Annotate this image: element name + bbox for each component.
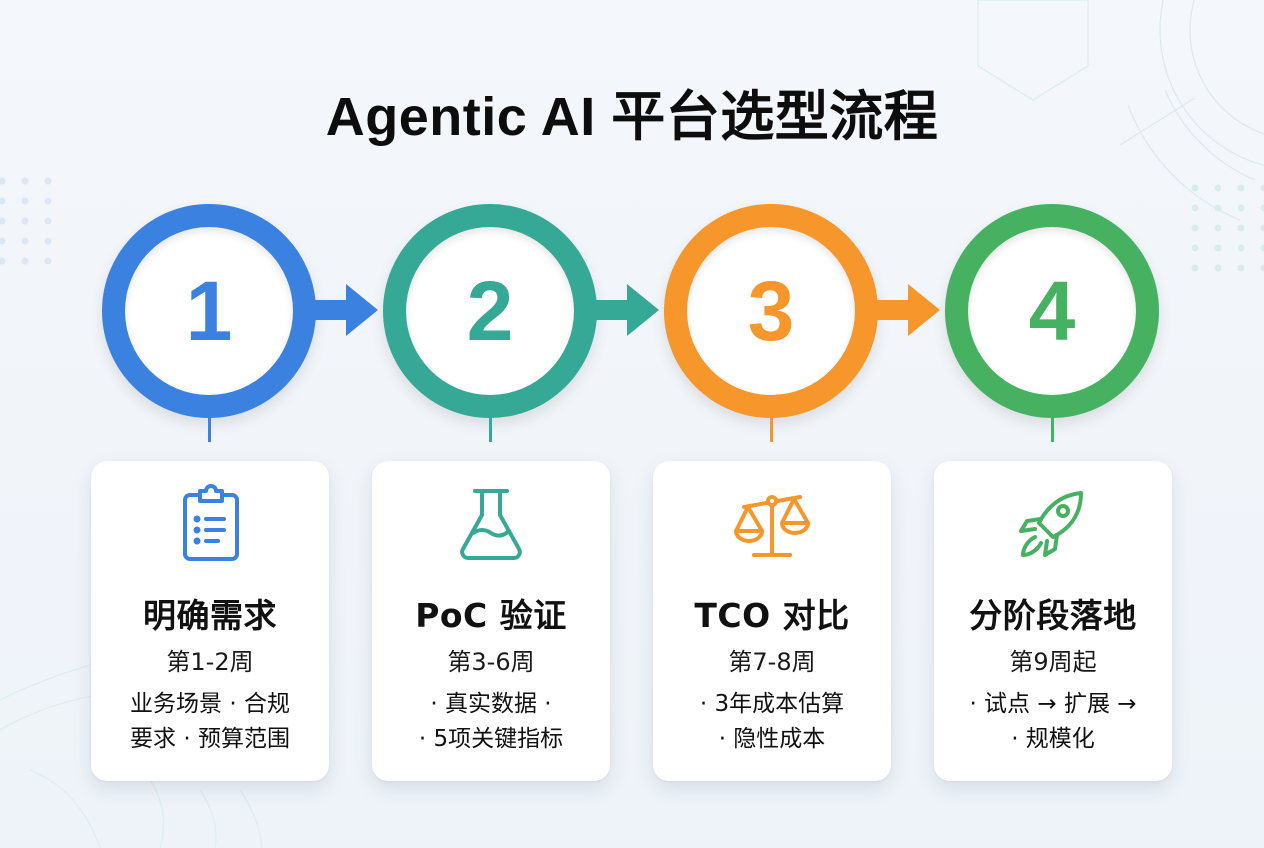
connector-line — [489, 416, 492, 442]
step-4-weeks: 第9周起 — [1009, 648, 1097, 676]
step-1-number: 1 — [185, 264, 233, 358]
flask-icon — [460, 489, 522, 560]
step-4-desc: · 试点 → 扩展 → · 规模化 — [934, 687, 1172, 757]
step-2-circle: 2 — [383, 204, 597, 418]
connector-line — [208, 416, 211, 442]
desc-line: · 5项关键指标 — [418, 726, 564, 752]
desc-line: 业务场景 · 合规 — [130, 691, 290, 717]
step-2-number: 2 — [466, 264, 514, 358]
desc-line: 要求 · 预算范围 — [130, 726, 290, 752]
desc-line: · 3年成本估算 — [699, 691, 845, 717]
clipboard-list-icon — [183, 484, 239, 561]
step-2-card: PoC 验证 第3-6周 · 真实数据 · · 5项关键指标 — [372, 461, 610, 781]
dot-grid-right — [1191, 184, 1264, 272]
page-title: Agentic AI 平台选型流程 — [325, 87, 939, 147]
step-2-name: PoC 验证 — [415, 596, 567, 635]
step-1-card: 明确需求 第1-2周 业务场景 · 合规 要求 · 预算范围 — [91, 461, 329, 781]
arrow-right-icon — [312, 284, 378, 336]
balance-scale-icon — [734, 495, 810, 557]
connector-line — [770, 416, 773, 442]
step-1-name: 明确需求 — [143, 596, 277, 635]
step-4-circle: 4 — [945, 204, 1159, 418]
step-4-name: 分阶段落地 — [969, 596, 1137, 635]
step-2-weeks: 第3-6周 — [447, 648, 535, 676]
arrow-right-icon — [593, 284, 659, 336]
dot-grid-left — [0, 177, 52, 265]
step-2-desc: · 真实数据 · · 5项关键指标 — [372, 687, 610, 757]
step-4-card: 分阶段落地 第9周起 · 试点 → 扩展 → · 规模化 — [934, 461, 1172, 781]
step-3-weeks: 第7-8周 — [728, 648, 816, 676]
desc-line: · 真实数据 · — [430, 691, 552, 717]
desc-line: · 规模化 — [1011, 726, 1095, 752]
step-1-circle: 1 — [102, 204, 316, 418]
connector-line — [1051, 416, 1054, 442]
step-3-name: TCO 对比 — [694, 596, 850, 635]
arrow-right-icon — [874, 284, 940, 336]
step-3-card: TCO 对比 第7-8周 · 3年成本估算 · 隐性成本 — [653, 461, 891, 781]
step-1-weeks: 第1-2周 — [166, 648, 254, 676]
desc-line: · 试点 → 扩展 → — [969, 691, 1137, 717]
step-4-number: 4 — [1028, 264, 1076, 358]
step-3-desc: · 3年成本估算 · 隐性成本 — [653, 687, 891, 757]
step-3-circle: 3 — [664, 204, 878, 418]
step-3-number: 3 — [747, 264, 795, 358]
desc-line: · 隐性成本 — [718, 726, 826, 752]
step-1-desc: 业务场景 · 合规 要求 · 预算范围 — [91, 687, 329, 757]
rocket-icon — [1019, 491, 1083, 557]
